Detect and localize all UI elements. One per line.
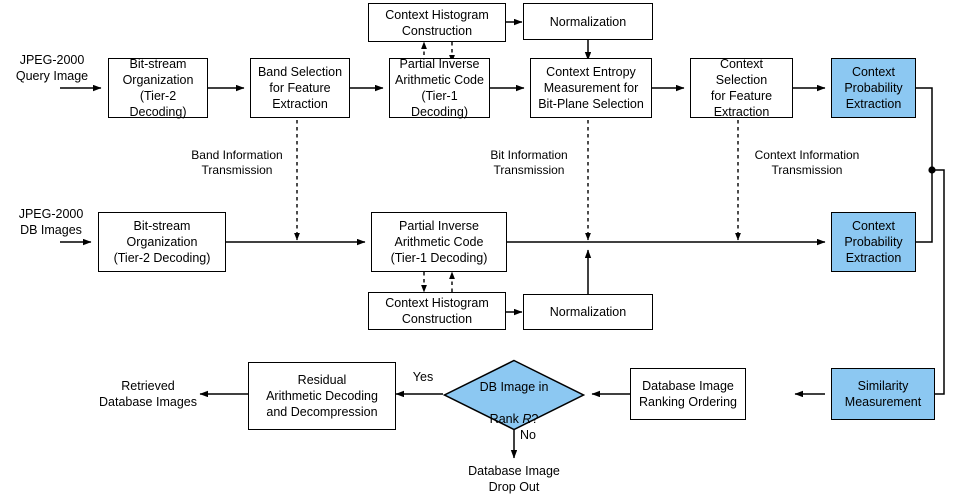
decision-line-1: DB Image in xyxy=(479,380,549,394)
node-db-context-histogram-construction[interactable]: Context Histogram Construction xyxy=(368,292,506,330)
node-db-normalization[interactable]: Normalization xyxy=(523,294,653,330)
node-query-partial-inverse-arithmetic-code[interactable]: Partial Inverse Arithmetic Code (Tier-1 … xyxy=(389,57,490,119)
output-label-database-image-drop-out: Database Image Drop Out xyxy=(468,464,560,494)
edge-label-no: No xyxy=(520,428,536,442)
node-db-context-probability-extraction[interactable]: Context Probability Extraction xyxy=(831,212,916,272)
node-query-context-probability-extraction[interactable]: Context Probability Extraction xyxy=(831,58,916,118)
node-query-normalization[interactable]: Normalization xyxy=(523,3,653,40)
label-band-information-transmission: Band Information Transmission xyxy=(191,148,283,178)
node-similarity-measurement[interactable]: Similarity Measurement xyxy=(831,368,935,420)
junction-dot xyxy=(928,166,936,174)
label-bit-information-transmission: Bit Information Transmission xyxy=(490,148,568,178)
node-database-image-ranking-ordering[interactable]: Database Image Ranking Ordering xyxy=(630,368,746,420)
input-label-db-images: JPEG-2000 DB Images xyxy=(18,207,84,237)
decision-line-2-prefix: Rank xyxy=(489,412,523,426)
decision-rank-variable: R xyxy=(522,412,532,426)
edge-label-yes: Yes xyxy=(412,370,434,384)
label-context-information-transmission: Context Information Transmission xyxy=(754,148,860,178)
node-band-selection-feature-extraction[interactable]: Band Selection for Feature Extraction xyxy=(250,58,350,118)
node-context-selection-feature-extraction[interactable]: Context Selection for Feature Extraction xyxy=(690,57,793,119)
decision-db-image-in-rank[interactable]: DB Image in Rank R? xyxy=(443,359,585,431)
decision-label: DB Image in Rank R? xyxy=(443,359,585,431)
node-db-bitstream-organization[interactable]: Bit-stream Organization (Tier-2 Decoding… xyxy=(98,212,226,272)
decision-line-2-suffix: ? xyxy=(531,412,539,426)
node-db-partial-inverse-arithmetic-code[interactable]: Partial Inverse Arithmetic Code (Tier-1 … xyxy=(371,212,507,272)
node-query-bitstream-organization[interactable]: Bit-stream Organization (Tier-2 Decoding… xyxy=(108,57,208,119)
node-residual-arithmetic-decoding[interactable]: Residual Arithmetic Decoding and Decompr… xyxy=(248,362,396,430)
node-query-context-histogram-construction[interactable]: Context Histogram Construction xyxy=(368,3,506,42)
node-context-entropy-measurement[interactable]: Context Entropy Measurement for Bit-Plan… xyxy=(530,58,652,118)
output-label-retrieved-database-images: Retrieved Database Images xyxy=(99,379,197,409)
input-label-query-image: JPEG-2000 Query Image xyxy=(15,53,89,83)
